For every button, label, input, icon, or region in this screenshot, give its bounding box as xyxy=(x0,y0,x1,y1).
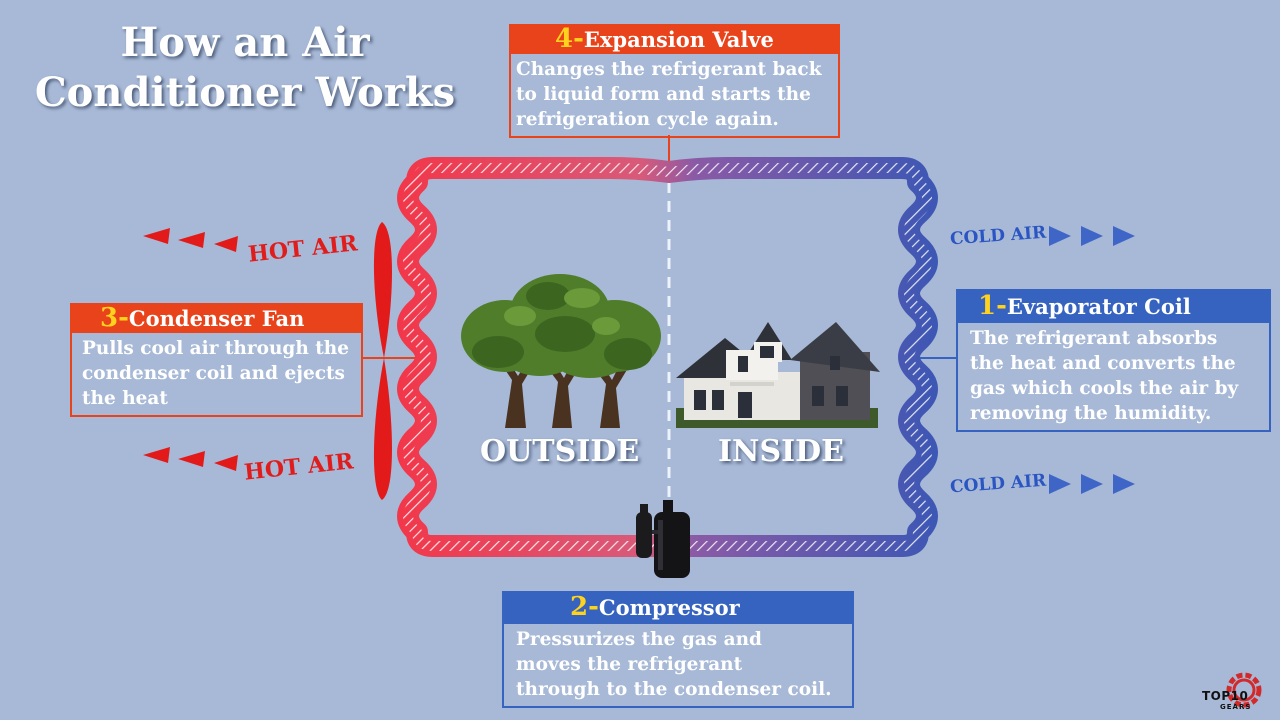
brand-sub: GEARS xyxy=(1220,703,1252,711)
hot-air-arrows-bottom xyxy=(143,447,238,471)
evaporator-coil-name: Evaporator Coil xyxy=(1006,294,1191,319)
brand-name: TOP10 xyxy=(1202,689,1249,703)
compressor-description: Pressurizes the gas and moves the refrig… xyxy=(502,624,854,708)
evaporator-coil-header: 1-Evaporator Coil xyxy=(956,289,1271,323)
gear-icon xyxy=(1226,672,1262,708)
compressor-name: Compressor xyxy=(598,595,740,620)
expansion-valve-name: Expansion Valve xyxy=(583,27,774,52)
expansion-valve-callout: 4-Expansion Valve Changes the refrigeran… xyxy=(509,24,840,138)
compressor-icon xyxy=(636,500,690,578)
hot-air-arrows-top xyxy=(143,228,238,252)
cold-air-arrows-top xyxy=(1049,226,1135,246)
brand-logo: TOP10 GEARS xyxy=(1200,668,1272,714)
expansion-valve-description: Changes the refrigerant back to liquid f… xyxy=(509,54,840,138)
compressor-callout: 2-Compressor Pressurizes the gas and mov… xyxy=(502,591,854,708)
refrigerant-loop xyxy=(397,157,938,557)
page-title: How an Air Conditioner Works xyxy=(34,19,456,116)
trees-icon xyxy=(461,274,661,428)
condenser-fan-icon xyxy=(373,222,392,500)
condenser-fan-header: 3-Condenser Fan xyxy=(70,303,363,333)
compressor-header: 2-Compressor xyxy=(502,591,854,624)
condenser-fan-callout: 3-Condenser Fan Pulls cool air through t… xyxy=(70,303,363,417)
house-icon xyxy=(676,322,880,428)
cold-air-arrows-bottom xyxy=(1049,474,1135,494)
condenser-fan-description: Pulls cool air through the condenser coi… xyxy=(70,333,363,417)
expansion-valve-header: 4-Expansion Valve xyxy=(509,24,840,54)
condenser-fan-name: Condenser Fan xyxy=(128,306,305,331)
evaporator-coil-description: The refrigerant absorbs the heat and con… xyxy=(956,323,1271,432)
evaporator-coil-callout: 1-Evaporator Coil The refrigerant absorb… xyxy=(956,289,1271,432)
inside-label: INSIDE xyxy=(718,434,845,469)
outside-label: OUTSIDE xyxy=(480,434,640,469)
